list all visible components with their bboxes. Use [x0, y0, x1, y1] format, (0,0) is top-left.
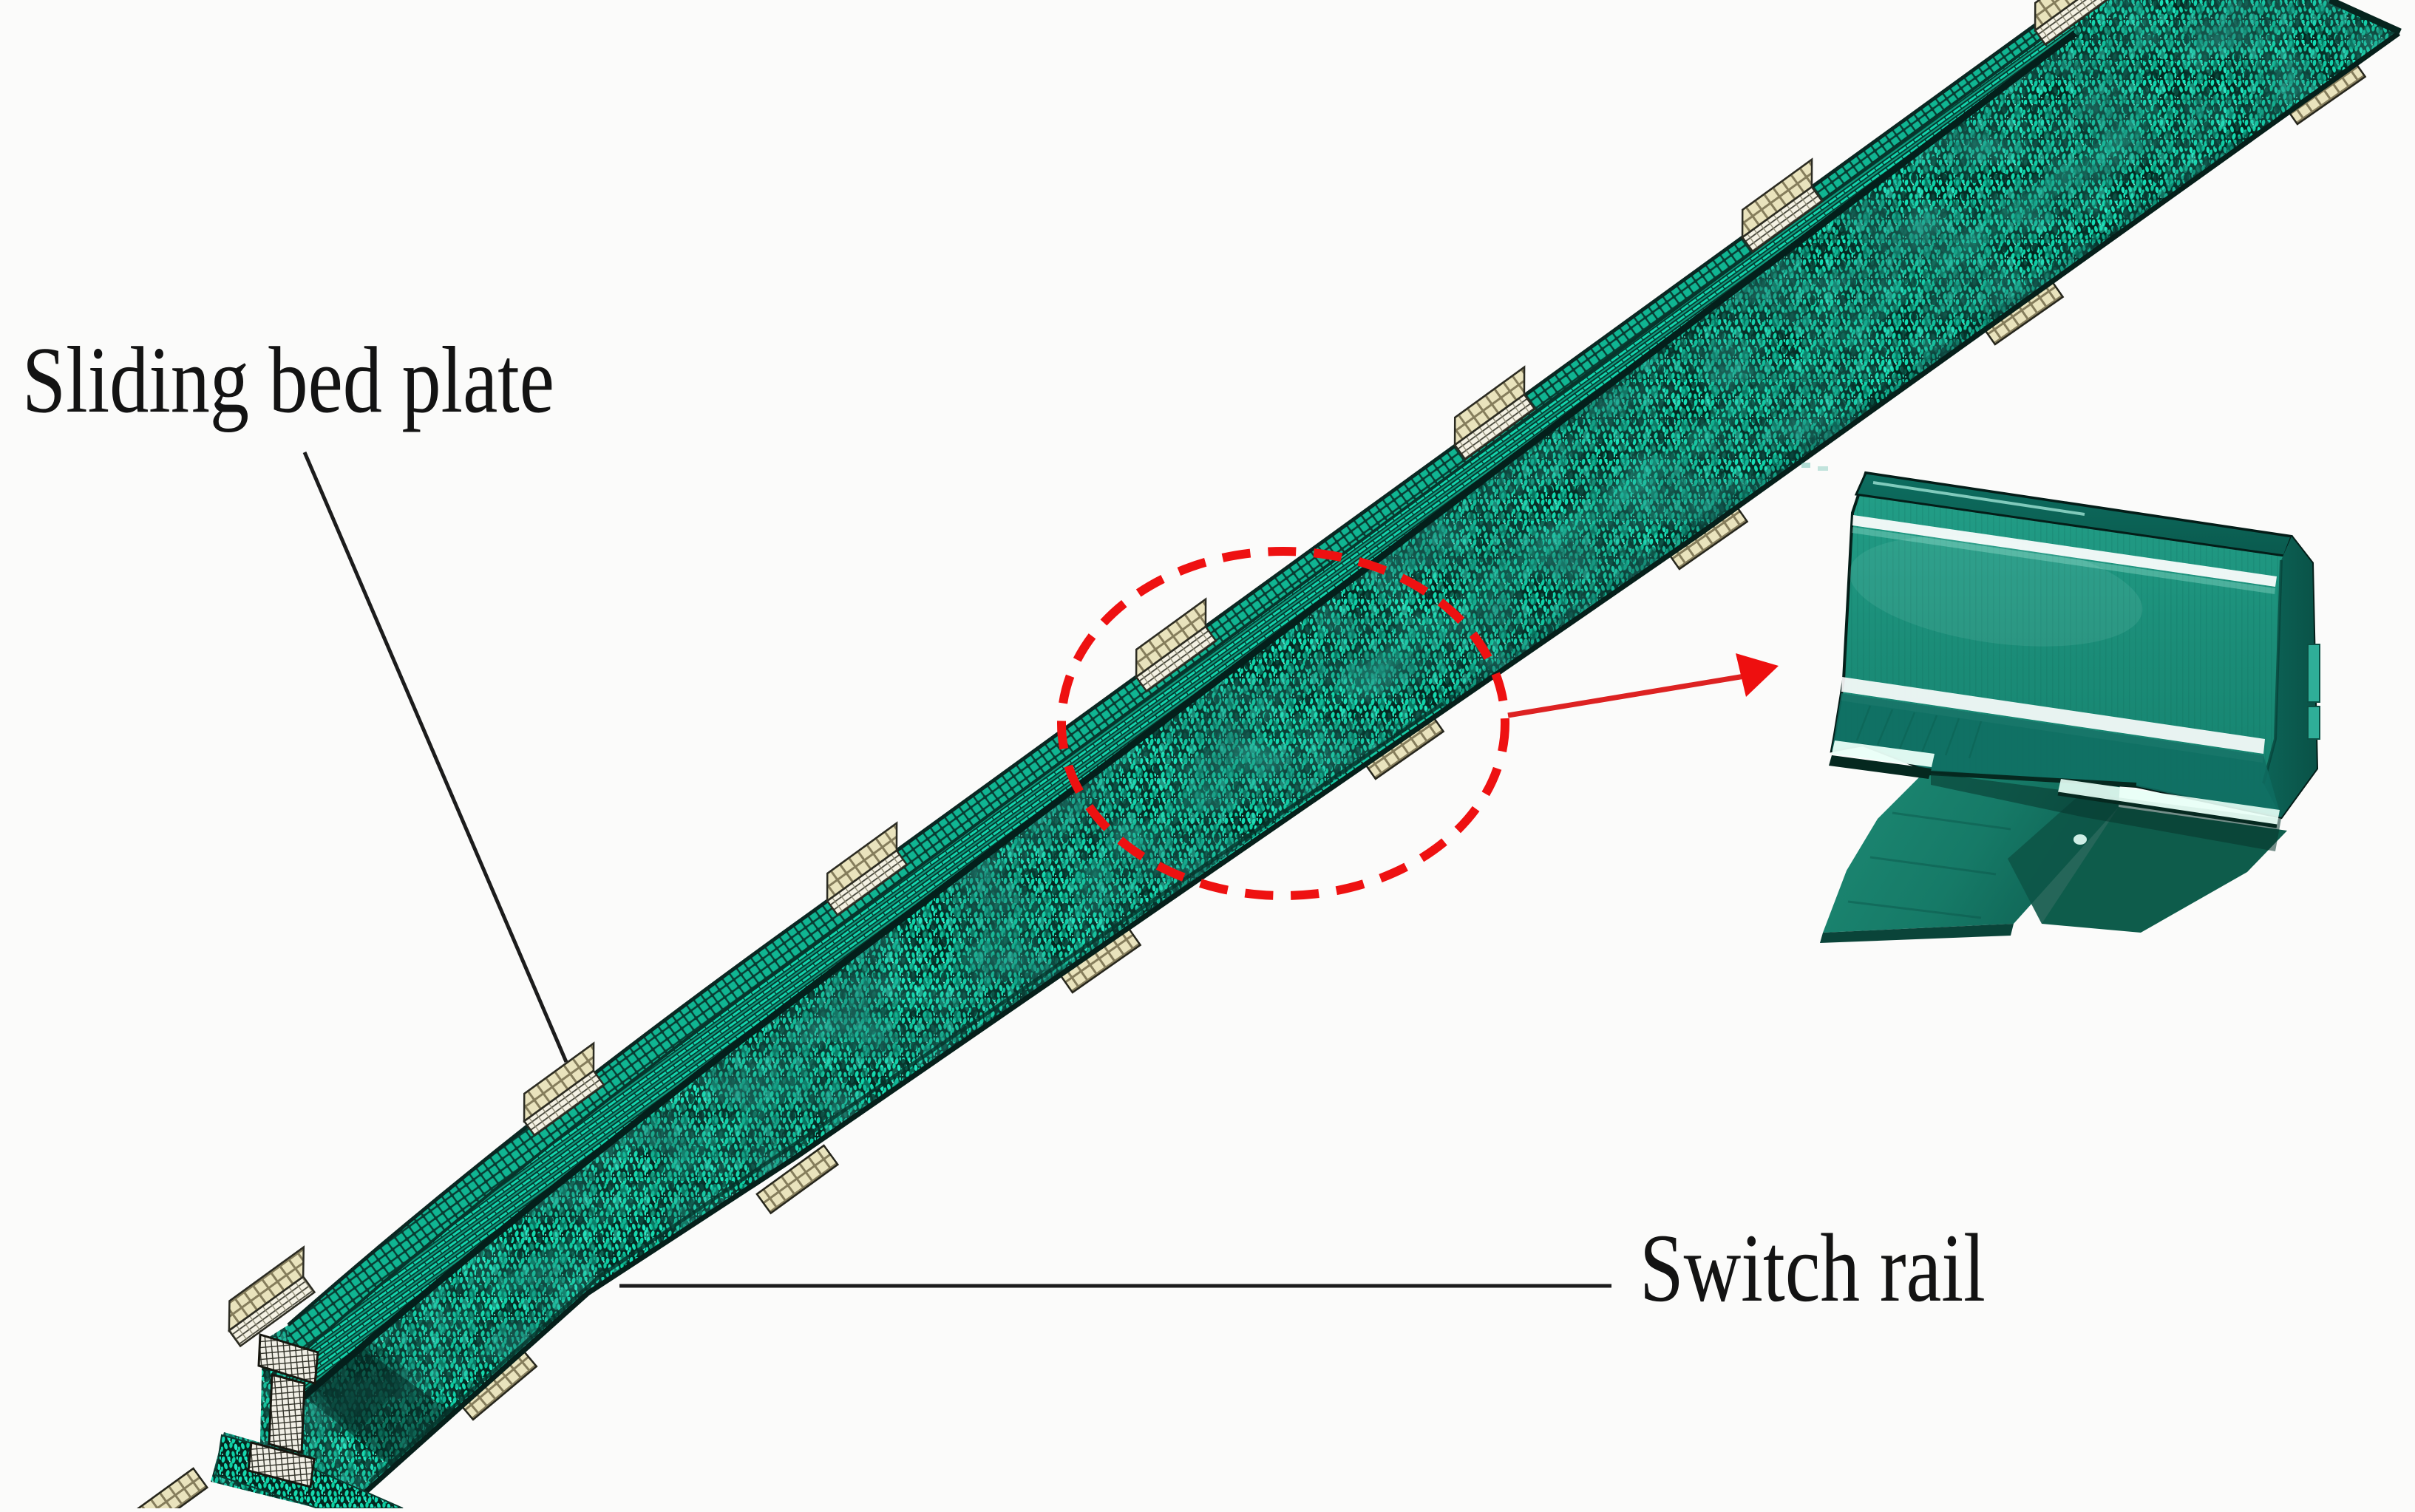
svg-text:Sliding bed plate: Sliding bed plate: [22, 328, 554, 432]
svg-text:Switch rail: Switch rail: [1640, 1215, 1986, 1323]
